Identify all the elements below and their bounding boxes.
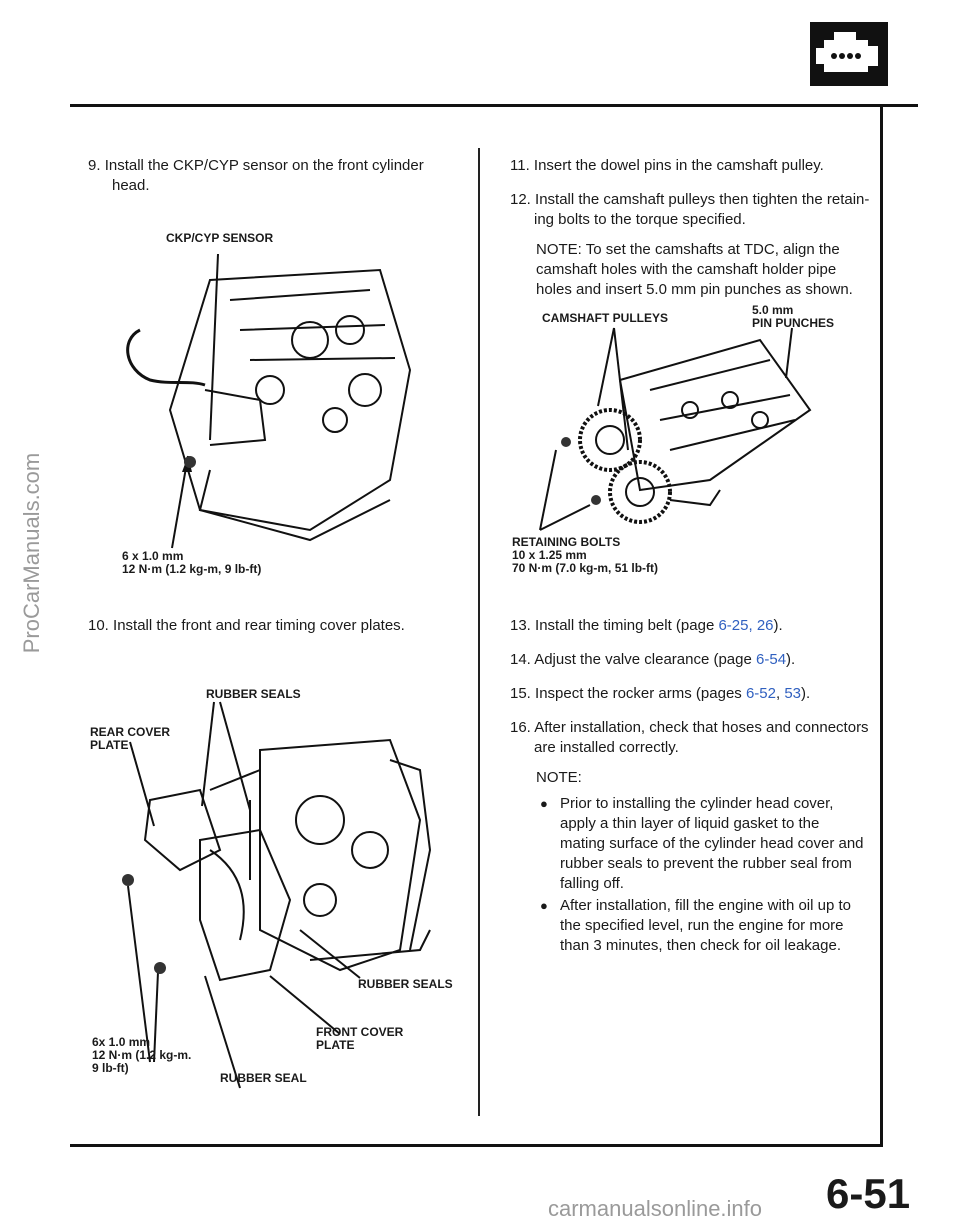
bolt-spec-2-size: 6x 1.0 mm — [92, 1035, 151, 1049]
step-15-page-link-1[interactable]: 6-52 — [745, 685, 776, 702]
retaining-bolts-label-3: 70 N·m (7.0 kg-m, 51 lb-ft) — [512, 561, 659, 575]
rubber-seals-right-label: RUBBER SEALS — [358, 977, 453, 991]
rear-cover-label: REAR COVER PLATE — [90, 726, 170, 752]
bolt-spec-1-size: 6 x 1.0 mm — [122, 549, 184, 563]
side-watermark: ProCarManuals.com — [19, 452, 44, 654]
page-number: 6-51 — [826, 1170, 911, 1217]
step-13-end: ). — [773, 617, 783, 634]
step-11-text: Insert the dowel pins in the camshaft pu… — [533, 157, 824, 174]
pin-punches-label-2: PIN PUNCHES — [752, 316, 835, 330]
step-10-number: 10. — [88, 617, 109, 634]
step-11-number: 11. — [510, 157, 530, 174]
step-9-text-2: head. — [112, 177, 150, 194]
note-title: NOTE: — [536, 769, 582, 786]
step-15-text: Inspect the rocker arms (pages — [535, 685, 746, 702]
step-13-number: 13. — [510, 617, 531, 634]
front-cover-label-2: PLATE — [316, 1038, 355, 1052]
ckp-sensor-label: CKP/CYP SENSOR — [166, 231, 274, 245]
step-10: 10. Install the front and rear timing co… — [88, 616, 468, 636]
step-9-text-1: Install the CKP/CYP sensor on the front … — [104, 157, 424, 174]
step-13-page-link[interactable]: 6-25, 26 — [718, 617, 774, 634]
step-12: 12. Install the camshaft pulleys then ti… — [510, 190, 870, 230]
bolt-spec-2-torque: 12 N·m (1.2 kg-m. — [92, 1048, 192, 1062]
rear-cover-label-2: PLATE — [90, 738, 129, 752]
rear-cover-label-1: REAR COVER — [90, 725, 171, 739]
step-14-page-link[interactable]: 6-54 — [756, 651, 787, 668]
step-11: 11. Insert the dowel pins in the camshaf… — [510, 156, 870, 176]
retaining-bolts-label-1: RETAINING BOLTS — [512, 535, 621, 549]
column-divider — [478, 148, 480, 1116]
pin-punches-label: 5.0 mm PIN PUNCHES — [752, 304, 834, 330]
rubber-seal-label: RUBBER SEAL — [220, 1071, 307, 1085]
front-cover-label-1: FRONT COVER — [316, 1025, 404, 1039]
camshaft-pulley-illustration — [539, 327, 812, 531]
step-14-end: ). — [786, 651, 796, 668]
step-12-text-2: ing bolts to the torque specified. — [534, 211, 746, 228]
step-12-text-1: Install the camshaft pulleys then tighte… — [535, 191, 870, 208]
step-15-number: 15. — [510, 685, 531, 702]
step-12-number: 12. — [510, 191, 531, 208]
retaining-bolts-label: RETAINING BOLTS 10 x 1.25 mm 70 N·m (7.0… — [512, 536, 658, 575]
step-16-text-1: After installation, check that hoses and… — [534, 719, 869, 736]
step-14-number: 14. — [510, 651, 531, 668]
step-14: 14. Adjust the valve clearance (page 6-5… — [510, 650, 870, 670]
step-15-sep: , — [776, 685, 785, 702]
note-bullet-1: Prior to installing the cylinder head co… — [536, 794, 868, 894]
footer-watermark: carmanualsonline.info — [548, 1196, 763, 1221]
step-15-page-link-2[interactable]: 53 — [784, 685, 802, 702]
top-rule — [70, 104, 918, 107]
bolt-spec-2-torque-cont: 9 lb-ft) — [92, 1061, 129, 1075]
bolt-spec-2: 6x 1.0 mm 12 N·m (1.2 kg-m. 9 lb-ft) — [92, 1036, 191, 1075]
retaining-bolts-label-2: 10 x 1.25 mm — [512, 548, 587, 562]
pin-punches-label-1: 5.0 mm — [752, 303, 794, 317]
note-installation: NOTE: Prior to installing the cylinder h… — [536, 768, 868, 958]
step-16-text-2: are installed correctly. — [534, 739, 679, 756]
bolt-spec-1: 6 x 1.0 mm 12 N·m (1.2 kg-m, 9 lb-ft) — [122, 550, 261, 576]
step-16-number: 16. — [510, 719, 531, 736]
note-bullet-2: After installation, fill the engine with… — [536, 896, 868, 956]
step-10-text: Install the front and rear timing cover … — [113, 617, 405, 634]
step-16: 16. After installation, check that hoses… — [510, 718, 870, 758]
note-tdc: NOTE: To set the camshafts at TDC, align… — [536, 241, 853, 298]
step-9-number: 9. — [88, 157, 101, 174]
step-15: 15. Inspect the rocker arms (pages 6-52,… — [510, 684, 870, 704]
engine-section-icon — [810, 22, 888, 86]
step-9: 9. Install the CKP/CYP sensor on the fro… — [88, 156, 458, 196]
step-15-end: ). — [801, 685, 811, 702]
camshaft-pulleys-label: CAMSHAFT PULLEYS — [542, 311, 668, 325]
bolt-spec-1-torque: 12 N·m (1.2 kg-m, 9 lb-ft) — [122, 562, 262, 576]
step-13: 13. Install the timing belt (page 6-25, … — [510, 616, 870, 636]
bottom-rule — [70, 1144, 883, 1147]
right-rule — [880, 104, 883, 1146]
front-cover-label: FRONT COVER PLATE — [316, 1026, 403, 1052]
ckp-sensor-illustration — [126, 253, 412, 549]
step-14-text: Adjust the valve clearance (page — [534, 651, 757, 668]
rubber-seals-top-label: RUBBER SEALS — [206, 687, 301, 701]
step-13-text: Install the timing belt (page — [535, 617, 719, 634]
timing-cover-illustration — [122, 701, 432, 1089]
